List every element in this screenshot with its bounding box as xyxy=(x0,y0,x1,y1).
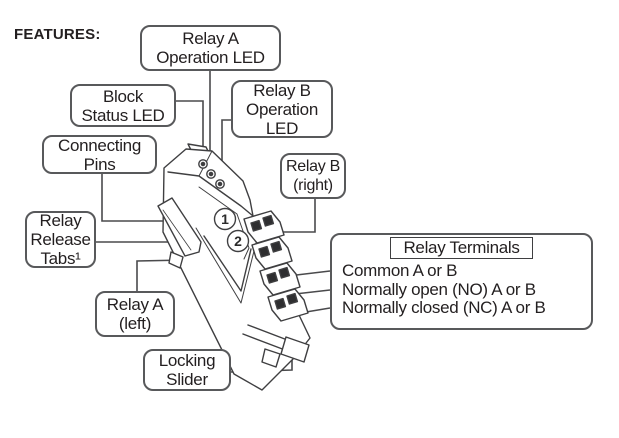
relay-1-marker-circle xyxy=(213,207,237,231)
callout-label-line: Locking xyxy=(158,351,216,370)
callout-block-status-led: Block Status LED xyxy=(70,84,176,127)
terminal-item-normally-open: Normally open (NO) A or B xyxy=(342,279,536,299)
callout-label-line: Operation xyxy=(246,99,318,119)
connecting-pins-bar xyxy=(157,197,202,269)
callout-label-line: Relay xyxy=(39,211,82,230)
relay-terminals-list: Common A or B Normally open (NO) A or B … xyxy=(342,261,591,318)
callout-label-line: Tabs¹ xyxy=(40,249,81,268)
locking-slider-foot xyxy=(242,324,310,368)
callout-relay-release-tabs: Relay Release Tabs¹ xyxy=(25,211,96,268)
terminal-item-common: Common A or B xyxy=(342,261,458,280)
callout-connecting-pins: Connecting Pins xyxy=(42,135,157,174)
relay-terminals-panel: Relay Terminals Common A or B Normally o… xyxy=(330,233,593,330)
terminal-item-normally-closed: Normally closed (NC) A or B xyxy=(342,298,546,317)
relay-2-marker-circle xyxy=(226,229,250,253)
page-title: FEATURES: xyxy=(14,26,101,43)
callout-label-line: Slider xyxy=(166,370,208,389)
relay-module-illustration: 1 2 xyxy=(157,143,311,391)
callout-label-line: Relay A xyxy=(182,29,239,48)
callout-label-line: Block xyxy=(102,86,144,106)
relay-1-marker: 1 xyxy=(221,211,229,227)
callout-label-line: Status LED xyxy=(81,105,165,125)
callout-label-line: LED xyxy=(265,118,299,138)
leader-lines xyxy=(96,71,331,373)
callout-label-line: (left) xyxy=(118,314,152,333)
callout-relay-a-left: Relay A (left) xyxy=(95,291,175,337)
relay-terminals-title: Relay Terminals xyxy=(390,237,533,259)
callout-relay-b-operation-led: Relay B Operation LED xyxy=(231,80,333,138)
status-led-icons xyxy=(198,159,225,189)
callout-relay-b-right: Relay B (right) xyxy=(280,153,346,199)
callout-label-line: Relay B xyxy=(253,80,311,100)
callout-label-line: Connecting xyxy=(57,135,141,155)
callout-label-line: (right) xyxy=(293,177,333,194)
callout-label-line: Relay A xyxy=(106,295,164,314)
callout-label-line: Operation LED xyxy=(156,48,265,67)
terminal-blocks xyxy=(243,210,309,322)
callout-label-line: Release xyxy=(30,230,91,249)
callout-locking-slider: Locking Slider xyxy=(143,349,231,391)
callout-relay-a-operation-led: Relay A Operation LED xyxy=(140,25,281,71)
relay-2-marker: 2 xyxy=(234,233,242,249)
callout-label-line: Relay B xyxy=(286,158,340,175)
callout-label-line: Pins xyxy=(83,154,116,174)
